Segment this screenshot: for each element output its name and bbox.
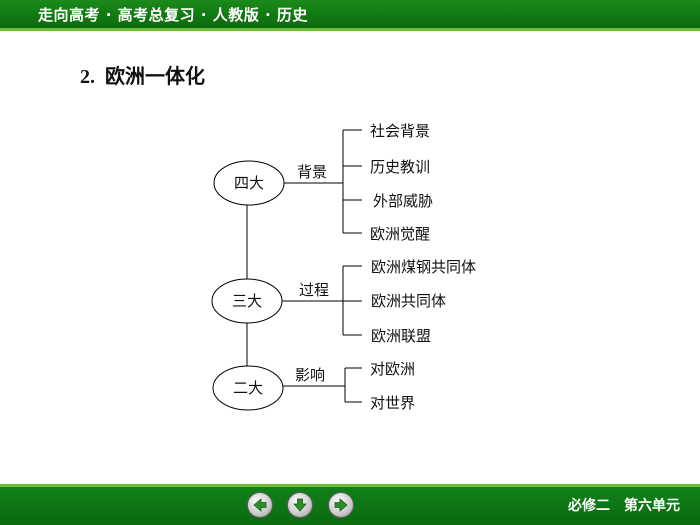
- heading-number: 2.: [80, 66, 95, 88]
- leaf-1-2: 历史教训: [370, 158, 430, 176]
- edge-label-2: 过程: [299, 281, 329, 299]
- leaf-3-1: 对欧洲: [370, 360, 415, 378]
- leaf-1-3: 外部威胁: [373, 192, 433, 210]
- prev-slide-button[interactable]: [247, 492, 273, 518]
- node-label-3: 二大: [233, 379, 263, 397]
- header-title: 走向高考 · 高考总复习 · 人教版 · 历史: [38, 6, 308, 24]
- heading-text: 欧洲一体化: [105, 64, 205, 88]
- leaf-3-2: 对世界: [370, 394, 415, 412]
- arrow-left-icon: [253, 498, 267, 512]
- node-label-2: 三大: [232, 292, 262, 310]
- arrow-down-icon: [293, 498, 307, 512]
- header-bar: 走向高考 · 高考总复习 · 人教版 · 历史: [0, 0, 700, 28]
- arrow-right-icon: [334, 498, 348, 512]
- node-ellipse-3: [212, 365, 284, 411]
- leaf-1-4: 欧洲觉醒: [370, 225, 430, 243]
- page-title: 2. 欧洲一体化: [80, 60, 205, 89]
- footer-unit: 第六单元: [624, 498, 680, 514]
- leaf-2-1: 欧洲煤钢共同体: [371, 258, 476, 276]
- leaf-2-2: 欧洲共同体: [371, 292, 446, 310]
- next-slide-button[interactable]: [328, 492, 354, 518]
- footer-module: 必修二: [568, 498, 610, 514]
- footer-divider: [0, 484, 700, 487]
- footer-unit-label: 必修二第六单元: [568, 495, 680, 515]
- leaf-1-1: 社会背景: [370, 122, 430, 140]
- leaf-2-3: 欧洲联盟: [371, 327, 431, 345]
- concept-diagram: 四大 背景 社会背景 历史教训 外部威胁 欧洲觉醒 三大 过程 欧洲煤钢共同体 …: [211, 122, 476, 412]
- edge-label-3: 影响: [295, 366, 325, 384]
- edge-label-1: 背景: [297, 163, 327, 181]
- node-label-1: 四大: [234, 174, 264, 192]
- header-divider: [0, 28, 700, 31]
- next-down-button[interactable]: [287, 492, 313, 518]
